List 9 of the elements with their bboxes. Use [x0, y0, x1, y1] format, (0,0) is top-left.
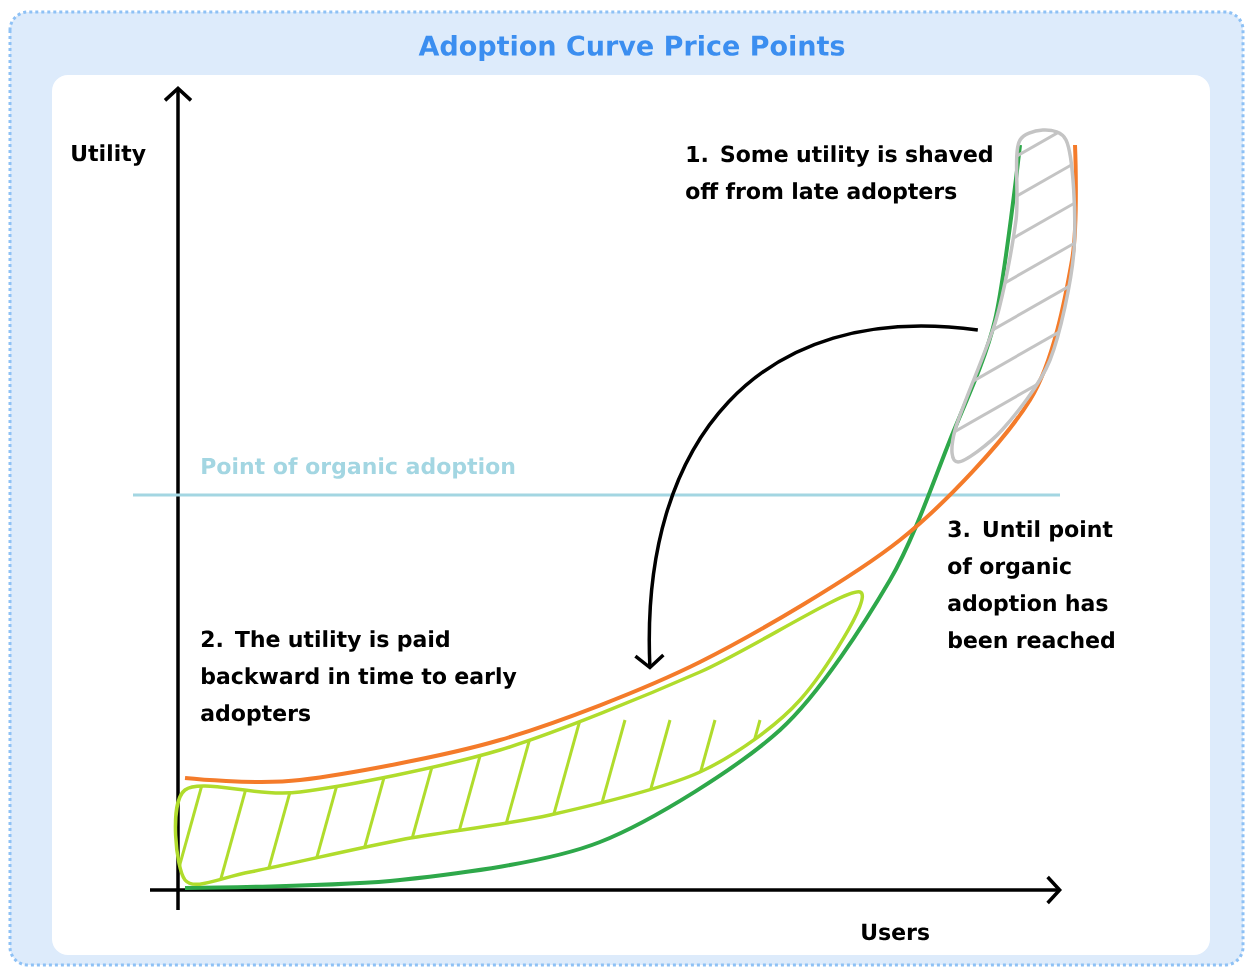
curved-arrow	[634, 324, 978, 670]
annotation: 1. Some utility is shaved off from late adopters	[686, 145, 992, 204]
axis-label: Utility	[72, 144, 146, 166]
title: Adoption Curve Price Points	[418, 34, 845, 62]
annotation: 2. The utility is paid backward in time to early adopters	[201, 630, 517, 726]
hatched-area	[173, 590, 864, 887]
axis-label: Users	[862, 923, 929, 941]
line-label: Point of organic adoption	[202, 457, 515, 479]
annotation: 3. Until point of organic adoption has been reached	[948, 520, 1114, 649]
